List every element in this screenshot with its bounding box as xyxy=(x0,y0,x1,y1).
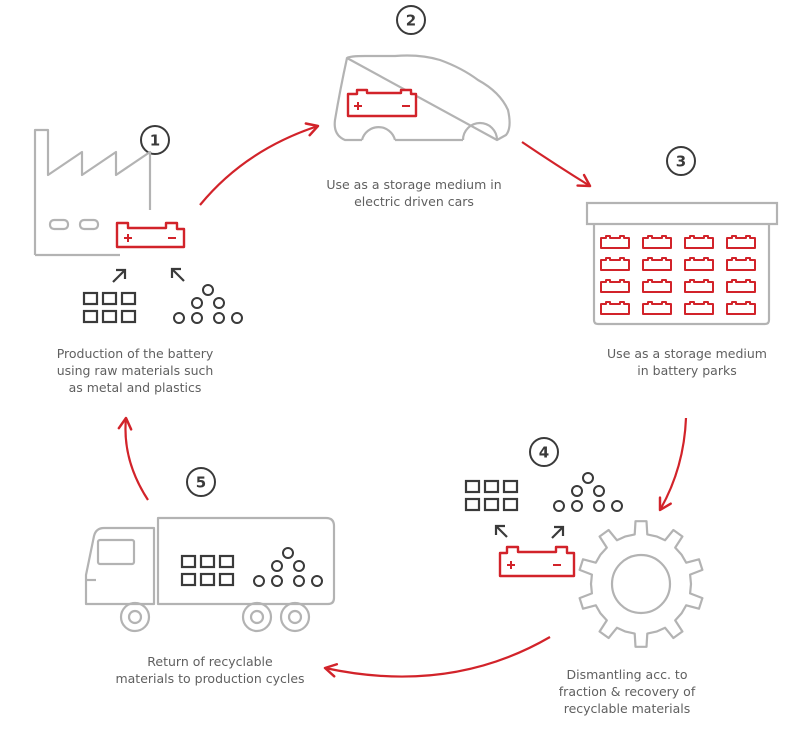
svg-text:5: 5 xyxy=(196,474,206,492)
park-battery-cell xyxy=(684,235,714,249)
park-battery-cell xyxy=(600,235,630,249)
svg-text:2: 2 xyxy=(406,12,416,30)
truck-icon xyxy=(84,516,336,633)
caption-step-5-line-2: materials to production cycles xyxy=(115,671,305,686)
step-number-4: 4 xyxy=(529,437,559,467)
caption-step-2-line-1: Use as a storage medium in xyxy=(326,177,502,192)
svg-text:4: 4 xyxy=(539,444,549,462)
park-battery-cell xyxy=(642,235,672,249)
park-battery-cell xyxy=(684,279,714,293)
park-battery-cell xyxy=(726,257,756,271)
step-number-1: 1 xyxy=(140,125,170,155)
park-battery-cell xyxy=(642,279,672,293)
caption-step-2-line-2: electric driven cars xyxy=(354,194,474,209)
park-battery-cell xyxy=(600,279,630,293)
caption-step-1: Production of the battery using raw mate… xyxy=(57,345,214,396)
battery-park-icon xyxy=(585,201,779,326)
caption-step-4-line-2: fraction & recovery of xyxy=(558,684,696,699)
caption-step-1-line-3: as metal and plastics xyxy=(68,380,202,395)
arrow-3-to-4 xyxy=(658,417,688,512)
svg-text:1: 1 xyxy=(150,132,160,150)
caption-step-4-line-3: recyclable materials xyxy=(563,701,691,716)
dismantled-battery-icon xyxy=(498,545,576,578)
factory-icon xyxy=(33,128,152,257)
arrow-up-right-icon-2 xyxy=(551,525,565,539)
park-battery-cell xyxy=(726,235,756,249)
park-battery-cell xyxy=(726,301,756,315)
step-number-2: 2 xyxy=(396,5,426,35)
arrow-up-left-icon xyxy=(170,267,185,282)
svg-text:3: 3 xyxy=(676,153,686,171)
battery-icon xyxy=(115,221,186,249)
park-battery-cell xyxy=(642,301,672,315)
arrow-up-left-icon-2 xyxy=(494,524,508,538)
metal-blocks-icon xyxy=(82,291,137,324)
arrow-2-to-3 xyxy=(521,141,592,188)
park-battery-cell xyxy=(684,301,714,315)
arrow-5-to-1 xyxy=(117,416,149,501)
car-icon xyxy=(333,54,511,142)
plastic-pellets-icon xyxy=(173,284,243,324)
recovered-plastic-pellets-icon xyxy=(553,472,623,512)
park-battery-cell xyxy=(600,301,630,315)
caption-step-5: Return of recyclable materials to produc… xyxy=(115,653,304,687)
park-battery-cell xyxy=(726,279,756,293)
caption-step-1-line-1: Production of the battery xyxy=(56,346,214,361)
park-battery-cell xyxy=(684,257,714,271)
park-battery-cell xyxy=(600,257,630,271)
arrow-1-to-2 xyxy=(199,122,320,206)
step-number-3: 3 xyxy=(666,146,696,176)
gear-icon xyxy=(578,520,704,648)
caption-step-5-line-1: Return of recyclable xyxy=(147,654,273,669)
cycle-arrows xyxy=(117,122,688,678)
caption-step-3-line-2: in battery parks xyxy=(637,363,737,378)
caption-step-3: Use as a storage medium in battery parks xyxy=(607,345,767,379)
park-battery-cell xyxy=(642,257,672,271)
step-number-5: 5 xyxy=(186,467,216,497)
caption-step-2: Use as a storage medium in electric driv… xyxy=(326,176,501,210)
recovered-metal-blocks-icon xyxy=(464,479,519,512)
caption-step-3-line-1: Use as a storage medium xyxy=(607,346,767,361)
truck-plastic-pellets-icon xyxy=(253,547,323,587)
caption-step-4: Dismantling acc. to fraction & recovery … xyxy=(559,666,695,717)
truck-metal-blocks-icon xyxy=(180,554,235,587)
arrow-up-right-icon xyxy=(112,268,127,283)
arrow-4-to-5 xyxy=(323,636,551,678)
caption-step-1-line-2: using raw materials such xyxy=(56,363,214,378)
caption-step-4-line-1: Dismantling acc. to xyxy=(566,667,688,682)
